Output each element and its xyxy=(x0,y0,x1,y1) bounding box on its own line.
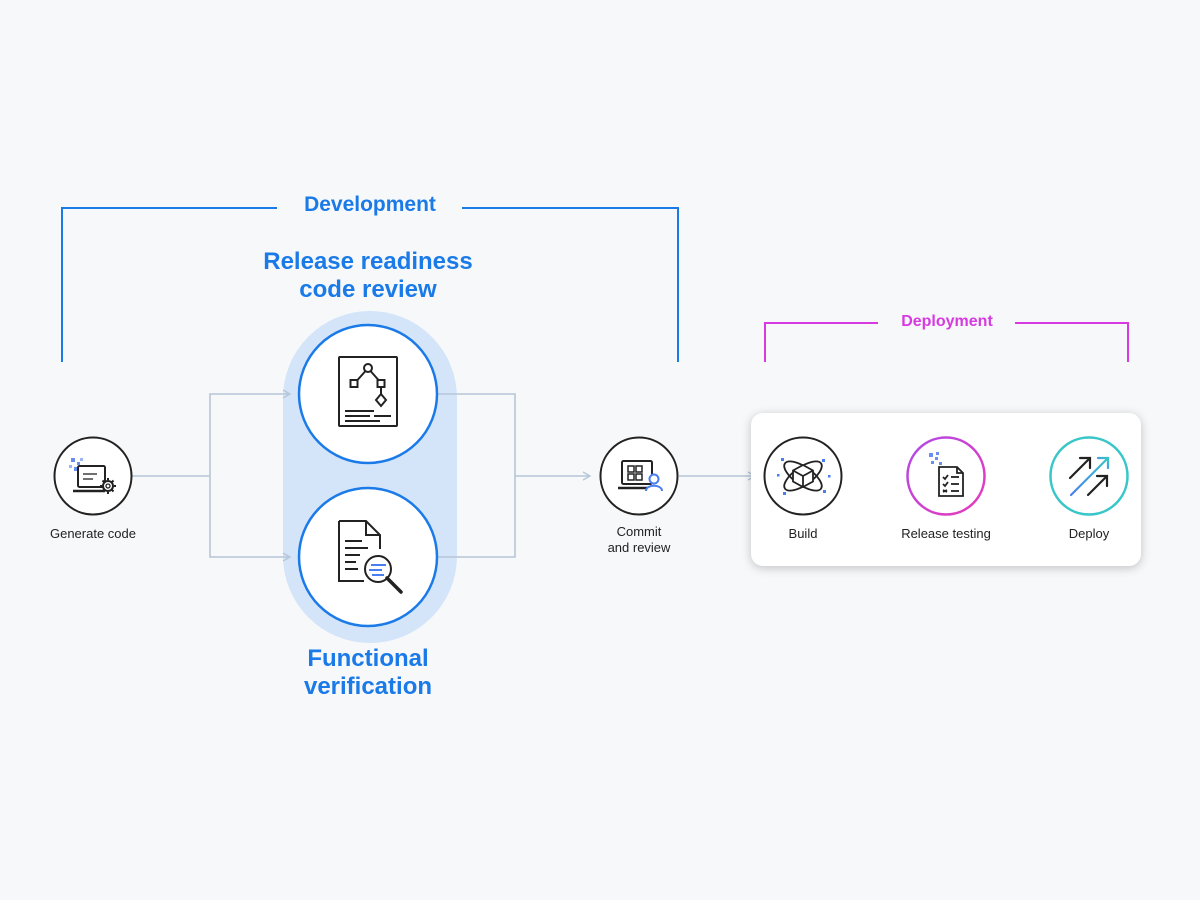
laptop-user-icon xyxy=(618,460,663,492)
cube-orbit-icon xyxy=(777,458,831,495)
commit-review-label-line-2: and review xyxy=(607,540,671,555)
release-testing-label: Release testing xyxy=(901,526,991,541)
commit-review-node[interactable] xyxy=(599,436,679,516)
deploy-label: Deploy xyxy=(1068,526,1110,541)
code-review-label-line-2: code review xyxy=(299,276,437,303)
functional-verification-label-line-1: Functional xyxy=(307,645,429,672)
double-arrow-icon xyxy=(1068,456,1110,497)
development-bracket xyxy=(61,207,679,362)
deployment-bracket xyxy=(764,322,1129,362)
functional-verification-label: Functional verification xyxy=(238,645,498,701)
commit-review-label-line-1: Commit xyxy=(616,524,662,539)
flowchart-document-icon xyxy=(338,356,398,427)
deploy-node[interactable] xyxy=(1049,436,1129,516)
functional-verification-node[interactable] xyxy=(297,486,439,628)
build-node[interactable] xyxy=(763,436,843,516)
code-review-label-line-1: Release readiness xyxy=(263,248,473,275)
development-title: Development xyxy=(304,193,436,216)
document-magnifier-icon xyxy=(338,520,403,594)
code-review-node[interactable] xyxy=(297,323,439,465)
generate-code-label: Generate code xyxy=(49,526,136,541)
generate-code-node[interactable] xyxy=(53,436,133,516)
checklist-document-icon xyxy=(929,452,964,497)
build-label: Build xyxy=(788,526,818,541)
release-testing-node[interactable] xyxy=(906,436,986,516)
functional-verification-label-line-2: verification xyxy=(303,673,433,700)
laptop-gear-icon xyxy=(69,458,116,494)
commit-review-label: Commit and review xyxy=(579,524,699,556)
deployment-title: Deployment xyxy=(901,313,993,330)
code-review-label: Release readiness code review xyxy=(238,248,498,304)
